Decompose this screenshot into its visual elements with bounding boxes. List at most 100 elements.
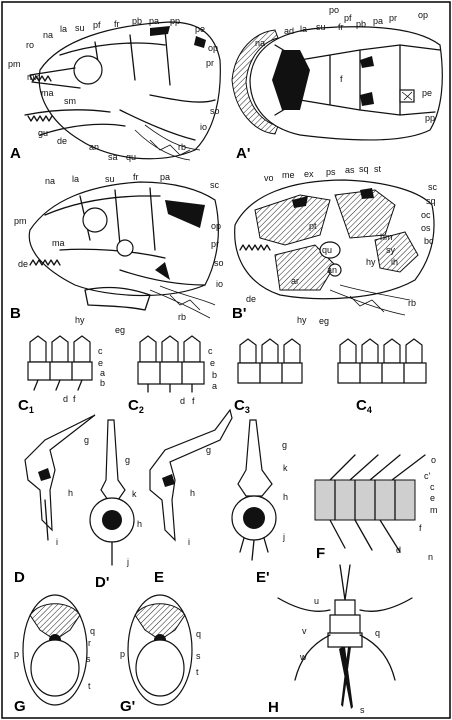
label-d: d bbox=[63, 394, 68, 404]
figure-b-prime-skull-internal bbox=[235, 180, 434, 315]
label-pt: pt bbox=[309, 221, 317, 231]
panel-label-c3: C3 bbox=[234, 397, 250, 415]
figure-h-spine-dorsal bbox=[278, 565, 412, 709]
label-op: op bbox=[211, 221, 221, 231]
label-ma: ma bbox=[41, 88, 54, 98]
label-op: op bbox=[208, 43, 218, 53]
panel-label-h: H bbox=[268, 699, 279, 716]
label-sq: sq bbox=[359, 164, 369, 174]
label-sq2: sq bbox=[426, 196, 436, 206]
label-pm: pm bbox=[14, 216, 27, 226]
label-po: po bbox=[329, 5, 339, 15]
label-as: as bbox=[345, 165, 355, 175]
label-pb: pb bbox=[356, 19, 366, 29]
label-h: h bbox=[283, 492, 288, 502]
panel-label-a: A bbox=[10, 145, 21, 162]
panel-label-c2: C2 bbox=[128, 397, 144, 415]
label-na: na bbox=[255, 38, 265, 48]
label-pe: pe bbox=[422, 88, 432, 98]
label-s: s bbox=[360, 705, 365, 715]
label-pa: pa bbox=[149, 16, 159, 26]
label-b: b bbox=[100, 378, 105, 388]
label-vo: vo bbox=[264, 173, 274, 183]
panel-label-g: G bbox=[14, 698, 26, 715]
label-os: os bbox=[421, 223, 431, 233]
label-su: su bbox=[105, 174, 115, 184]
label-w: w bbox=[299, 652, 307, 662]
label-la: la bbox=[72, 174, 79, 184]
label-pp: pp bbox=[170, 16, 180, 26]
label-sm: sm bbox=[64, 96, 76, 106]
label-n: n bbox=[428, 552, 433, 562]
label-e: e bbox=[210, 358, 215, 368]
label-eg: eg bbox=[115, 325, 125, 335]
label-d: d bbox=[396, 545, 401, 555]
label-q: q bbox=[90, 626, 95, 636]
panel-label-f: F bbox=[316, 545, 325, 562]
label-de: de bbox=[246, 294, 256, 304]
label-j: j bbox=[126, 557, 129, 567]
label-hm: hm bbox=[380, 232, 393, 242]
label-f: f bbox=[73, 394, 76, 404]
label-h: h bbox=[68, 488, 73, 498]
figure-g-prime-cross-section bbox=[128, 595, 192, 705]
label-fr: fr bbox=[133, 172, 139, 182]
label-rb: rb bbox=[178, 312, 186, 322]
panel-label-b: B bbox=[10, 305, 21, 322]
panel-label-c1: C1 bbox=[18, 397, 34, 415]
label-o: o bbox=[431, 455, 436, 465]
label-ar: ar bbox=[291, 276, 299, 286]
label-rb: rb bbox=[408, 298, 416, 308]
label-g: g bbox=[125, 455, 130, 465]
label-su: su bbox=[316, 22, 326, 32]
panel-label-c4: C4 bbox=[356, 397, 372, 415]
label-oc: oc bbox=[421, 210, 431, 220]
label-ad: ad bbox=[284, 26, 294, 36]
label-t: t bbox=[196, 667, 199, 677]
label-a: a bbox=[212, 381, 217, 391]
label-qu: qu bbox=[322, 245, 332, 255]
panel-label-e-prime: E' bbox=[256, 569, 270, 586]
label-bc: bc bbox=[424, 236, 434, 246]
label-ro: ro bbox=[26, 40, 34, 50]
label-sc: sc bbox=[428, 182, 438, 192]
label-v: v bbox=[302, 626, 307, 636]
label-pa: pa bbox=[373, 16, 383, 26]
label-c: c bbox=[430, 482, 435, 492]
figure-c3-vertebrae bbox=[238, 339, 302, 383]
labels-d: g h i bbox=[56, 435, 89, 547]
label-so: so bbox=[210, 106, 220, 116]
panel-label-g-prime: G' bbox=[120, 698, 135, 715]
label-an: an bbox=[89, 142, 99, 152]
label-p: p bbox=[120, 649, 125, 659]
figure-c2-vertebrae bbox=[138, 336, 204, 392]
label-eg: eg bbox=[319, 316, 329, 326]
label-pr: pr bbox=[211, 239, 219, 249]
label-s: s bbox=[196, 651, 201, 661]
figure-d-prime-vertebra-anterior bbox=[90, 420, 134, 565]
label-i: i bbox=[188, 537, 190, 547]
label-gu: gu bbox=[38, 128, 48, 138]
label-sy: sy bbox=[386, 245, 396, 255]
figure-g-cross-section bbox=[23, 595, 87, 705]
label-st: st bbox=[374, 164, 382, 174]
label-hy: hy bbox=[366, 257, 376, 267]
label-pf: pf bbox=[344, 13, 352, 23]
label-pe: pe bbox=[195, 24, 205, 34]
label-c-prime: c' bbox=[424, 471, 431, 481]
label-g: g bbox=[282, 440, 287, 450]
label-pa: pa bbox=[160, 172, 170, 182]
label-rb: rb bbox=[178, 142, 186, 152]
label-h: h bbox=[190, 488, 195, 498]
label-pb: pb bbox=[132, 16, 142, 26]
figure-f-vertebral-column bbox=[315, 455, 425, 552]
label-na: na bbox=[43, 30, 53, 40]
figure-c4-vertebrae bbox=[338, 339, 426, 383]
label-la: la bbox=[60, 24, 67, 34]
label-r: r bbox=[88, 638, 91, 648]
figure-d-vertebra-lateral bbox=[25, 415, 95, 540]
label-io: io bbox=[216, 279, 223, 289]
label-c: c bbox=[98, 346, 103, 356]
label-i: i bbox=[56, 537, 58, 547]
